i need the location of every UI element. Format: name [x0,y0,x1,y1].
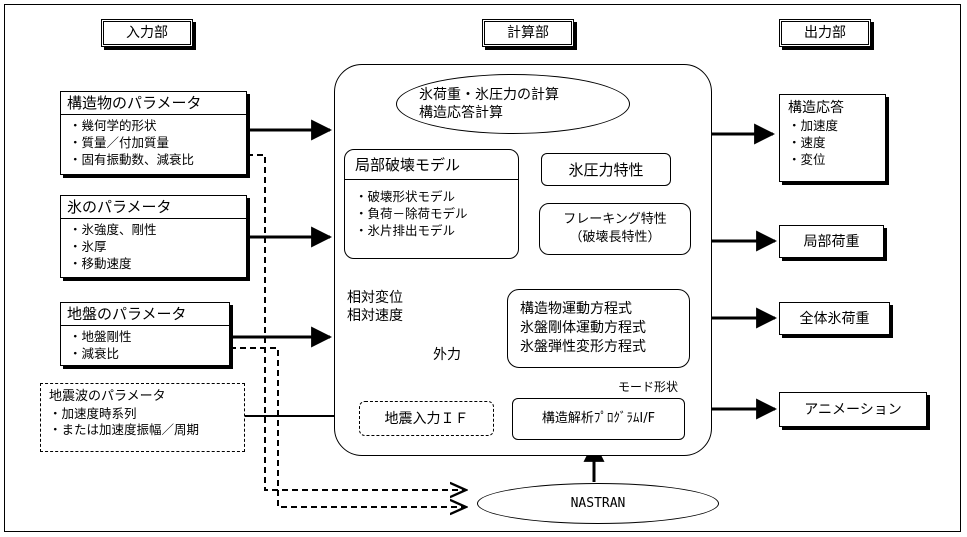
nastran-ellipse: NASTRAN [477,483,719,524]
equation-line: 氷盤弾性変形方程式 [520,339,646,355]
structure-params-box: 構造物のパラメータ ・幾何学的形状 ・質量／付加質量 ・固有振動数、減衰比 [60,91,247,175]
dashed-ground-to-nastran [230,347,466,507]
structural-response-item: ・変位 [788,152,826,167]
ice-pressure-char-box: 氷圧力特性 [541,153,671,186]
equation-line: 構造物運動方程式 [520,301,632,317]
flaking-char-line: （破壊長特性） [569,230,661,245]
ice-params-box: 氷のパラメータ ・氷強度、剛性 ・氷厚 ・移動速度 [60,195,247,278]
diagram-frame [4,4,961,532]
structure-param-item: ・質量／付加質量 [69,135,170,150]
ice-params-title: 氷のパラメータ [61,196,246,219]
seismic-params-box: 地震波のパラメータ ・加速度時系列 ・または加速度振幅／周期 [40,383,245,452]
structure-params-title: 構造物のパラメータ [61,92,246,115]
local-failure-item: ・破壊形状モデル [355,189,456,204]
structural-response-title: 構造応答 [788,100,844,116]
ice-param-item: ・氷厚 [69,239,107,254]
local-failure-model-title: 局部破壊モデル [345,150,518,180]
seismic-params-title: 地震波のパラメータ [49,389,166,404]
equation-line: 氷盤剛体運動方程式 [520,320,646,336]
seismic-input-if-box: 地震入力ＩＦ [359,401,494,436]
dashed-structure-to-nastran [247,154,466,490]
animation-box: アニメーション [779,392,927,427]
header-output: 出力部 [779,19,871,47]
equations-box: 構造物運動方程式 氷盤剛体運動方程式 氷盤弾性変形方程式 [507,289,690,368]
flaking-char-box: フレーキング特性 （破壊長特性） [539,203,691,255]
relative-velocity: 相対速度 [347,308,403,324]
ground-params-box: 地盤のパラメータ ・地盤剛性 ・減衰比 [60,302,230,366]
local-load-box: 局部荷重 [779,225,884,258]
seismic-param-item: ・加速度時系列 [49,406,137,421]
structure-param-item: ・幾何学的形状 [69,118,157,133]
seismic-param-item: ・または加速度振幅／周期 [49,422,200,437]
ice-load-calc-line: 構造応答計算 [419,105,503,121]
local-failure-item: ・氷片排出モデル [355,223,456,238]
ground-param-item: ・減衰比 [69,346,120,361]
flaking-char-line: フレーキング特性 [563,212,667,227]
structural-response-item: ・加速度 [788,118,839,133]
structure-param-item: ・固有振動数、減衰比 [69,152,195,167]
external-force-label: 外力 [433,347,461,363]
relative-displacement: 相対変位 [347,290,403,306]
total-ice-load-box: 全体氷荷重 [779,302,890,335]
ice-load-calc-line: 氷荷重・氷圧力の計算 [419,87,559,103]
structural-response-box: 構造応答 ・加速度 ・速度 ・変位 [779,94,886,182]
mode-shape-label: モード形状 [618,380,679,394]
relative-motion-label: 相対変位 相対速度 [347,289,403,325]
ice-load-calc-ellipse: 氷荷重・氷圧力の計算 構造応答計算 [396,74,630,134]
ice-param-item: ・氷強度、剛性 [69,222,157,237]
header-input: 入力部 [101,19,193,47]
structural-program-if-box: 構造解析ﾌﾟﾛｸﾞﾗﾑI/F [512,398,685,440]
structural-response-item: ・速度 [788,135,826,150]
header-compute: 計算部 [482,19,574,47]
ground-params-title: 地盤のパラメータ [61,303,229,326]
ice-param-item: ・移動速度 [69,256,132,271]
local-failure-model-box: 局部破壊モデル ・破壊形状モデル ・負荷－除荷モデル ・氷片排出モデル [344,149,519,259]
local-failure-item: ・負荷－除荷モデル [355,206,468,221]
ground-param-item: ・地盤剛性 [69,329,132,344]
